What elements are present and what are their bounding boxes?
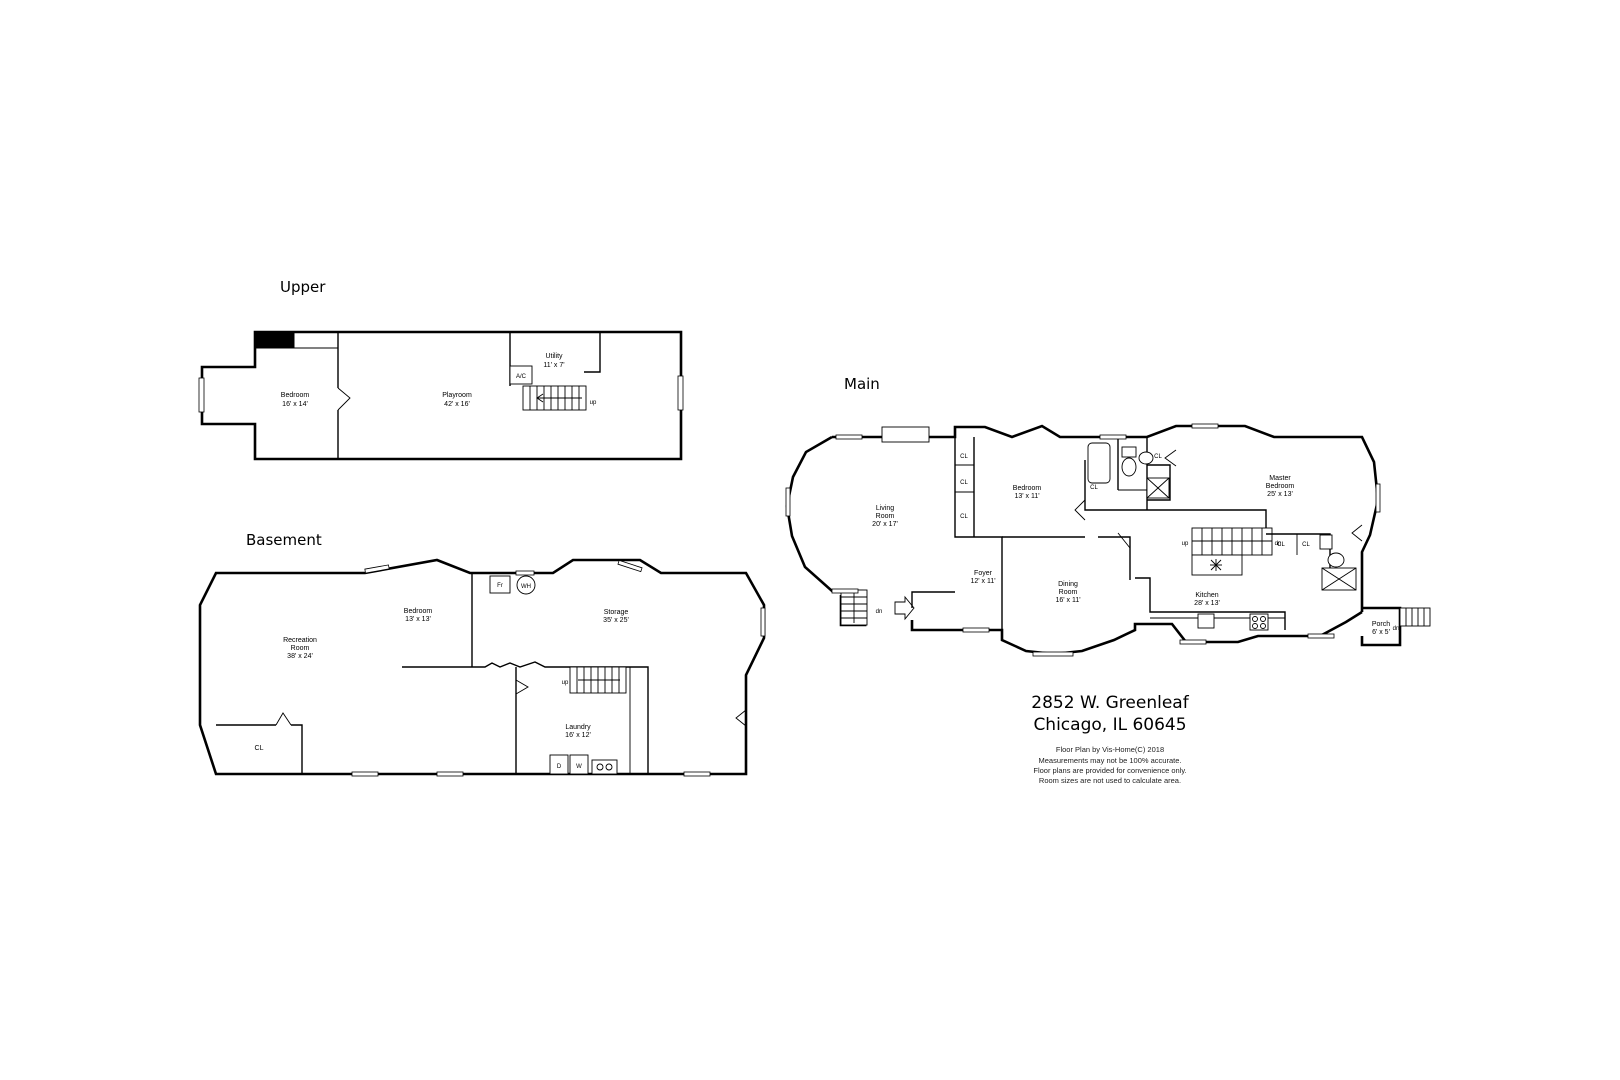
upper-stairs-up-label: up	[590, 400, 597, 406]
porch-name: Porch	[1372, 621, 1390, 628]
living-room-size: 20' x 17'	[872, 521, 898, 528]
disclaimer-line-2: Measurements may not be 100% accurate.	[1038, 756, 1182, 765]
master-bedroom-name-1: Master	[1269, 475, 1291, 482]
furnace-label: Fr	[497, 583, 503, 589]
closet-label-5: CL	[1154, 454, 1162, 460]
toilet	[1121, 457, 1137, 477]
upper-bedroom-name: Bedroom	[281, 392, 310, 399]
basement-closet-label: CL	[255, 745, 264, 752]
main-floor-plan: dn up dn	[785, 423, 1431, 657]
toilet-tank	[1121, 446, 1137, 458]
upper-floor-plan: A/C up Bedroom 16' x 14' Playroom 42' x …	[198, 330, 684, 461]
dining-room-name-2: Room	[1059, 589, 1078, 596]
dryer	[549, 754, 569, 775]
living-room-name-2: Room	[876, 513, 895, 520]
playroom-name: Playroom	[442, 392, 472, 399]
basement-floor-plan: up Fr WH D W Recreation Room 38' x 24' B…	[198, 558, 766, 777]
water-heater-label: WH	[521, 584, 531, 590]
basement-bedroom-name: Bedroom	[404, 608, 433, 615]
furnace	[489, 575, 511, 594]
playroom-size: 42' x 16'	[444, 401, 470, 408]
kitchen-range	[1249, 613, 1269, 631]
basement-bedroom-size: 13' x 13'	[405, 616, 431, 623]
recreation-room-size: 38' x 24'	[287, 653, 313, 660]
porch-steps	[1399, 607, 1431, 627]
upper-bedroom-size: 16' x 14'	[282, 401, 308, 408]
main-stairs-up-label: up	[1182, 541, 1189, 547]
entry-stairs-dn-label: dn	[876, 609, 883, 615]
main-bedroom-size: 13' x 11'	[1014, 493, 1039, 500]
water-heater	[516, 575, 536, 595]
main-bedroom-name: Bedroom	[1013, 485, 1042, 492]
closet-label-3: CL	[960, 514, 968, 520]
foyer-name: Foyer	[974, 570, 993, 577]
ac-label: A/C	[516, 374, 527, 380]
porch-size: 6' x 5'	[1372, 629, 1390, 636]
bathtub	[1087, 442, 1111, 484]
master-bedroom-size: 25' x 13'	[1267, 491, 1293, 498]
address-line-2: Chicago, IL 60645	[1033, 715, 1187, 735]
disclaimer-line-4: Room sizes are not used to calculate are…	[1038, 776, 1182, 785]
main-floor-title: Main	[844, 375, 880, 393]
disclaimer-line-1: Floor Plan by Vis-Home(C) 2018	[1055, 745, 1165, 754]
kitchen-name: Kitchen	[1195, 592, 1218, 599]
closet-label-6: CL	[1277, 542, 1285, 548]
basement-stairs-up-label: up	[562, 680, 569, 686]
closet-label-1: CL	[960, 454, 968, 460]
master-bedroom-name-2: Bedroom	[1266, 483, 1295, 490]
recreation-room-name-1: Recreation	[283, 637, 317, 644]
utility-size: 11' x 7'	[543, 362, 564, 369]
dryer-label: D	[557, 764, 562, 770]
kitchen-size: 28' x 13'	[1194, 600, 1220, 607]
master-toilet	[1327, 552, 1345, 568]
disclaimer-line-3: Floor plans are provided for convenience…	[1033, 766, 1187, 775]
storage-name: Storage	[604, 609, 629, 616]
master-sink	[1319, 534, 1333, 550]
laundry-sink	[591, 759, 618, 775]
dining-room-name-1: Dining	[1058, 581, 1078, 588]
entry-arrow	[894, 595, 915, 621]
washer-label: W	[576, 764, 582, 770]
porch-steps-dn-label: dn	[1393, 626, 1400, 632]
foyer-size: 12' x 11'	[970, 578, 995, 585]
bath-sink	[1138, 451, 1154, 465]
washer	[569, 754, 589, 775]
closet-label-4: CL	[1090, 485, 1098, 491]
laundry-name: Laundry	[565, 724, 591, 731]
dining-room-size: 16' x 11'	[1055, 597, 1080, 604]
closet-label-7: CL	[1302, 542, 1310, 548]
main-stairs-dn-label: dn	[1275, 541, 1282, 547]
address-line-1: 2852 W. Greenleaf	[1031, 693, 1189, 713]
living-room-name-1: Living	[876, 505, 894, 512]
recreation-room-name-2: Room	[291, 645, 310, 652]
basement-floor-title: Basement	[246, 531, 322, 549]
laundry-size: 16' x 12'	[565, 732, 591, 739]
kitchen-sink	[1197, 613, 1215, 629]
ac-unit	[509, 365, 533, 385]
storage-size: 35' x 25'	[603, 617, 629, 624]
chimney-block	[254, 331, 295, 349]
upper-floor-title: Upper	[280, 278, 326, 296]
utility-name: Utility	[545, 353, 563, 360]
fireplace	[881, 426, 930, 443]
closet-label-2: CL	[960, 480, 968, 486]
